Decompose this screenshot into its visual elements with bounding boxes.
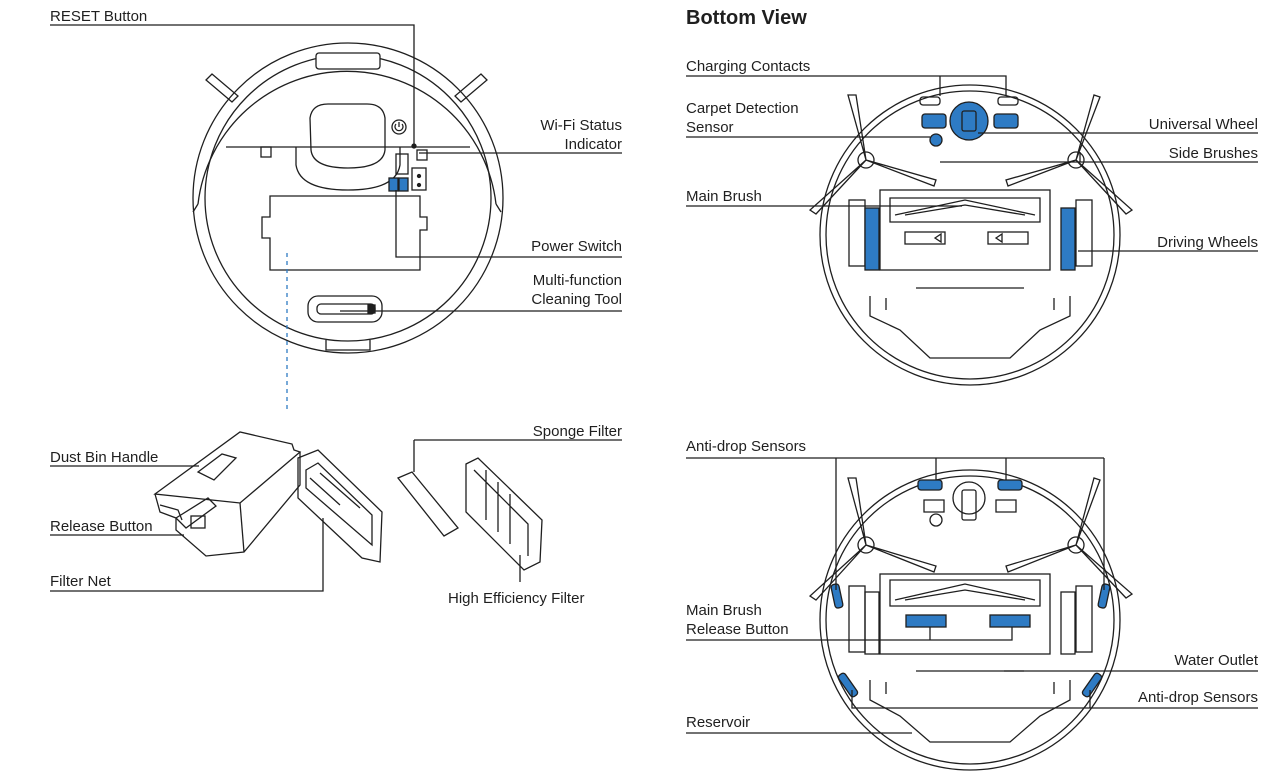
top-view-leaders bbox=[50, 24, 622, 312]
label-sponge-filter: Sponge Filter bbox=[532, 423, 622, 440]
label-release-button: Release Button bbox=[50, 518, 153, 535]
label-reservoir: Reservoir bbox=[686, 714, 751, 731]
robot-bottom-view bbox=[808, 84, 1134, 386]
side-brush-right bbox=[1005, 94, 1134, 215]
label-multi-function-line2: Cleaning Tool bbox=[531, 291, 622, 308]
label-wifi-status-line1: Wi-Fi Status bbox=[540, 117, 622, 134]
label-high-efficiency-filter: High Efficiency Filter bbox=[448, 590, 585, 607]
label-anti-drop-sensors-bottom: Anti-drop Sensors bbox=[1137, 689, 1258, 706]
bottom-view-leaders bbox=[686, 75, 1258, 252]
dust-bin-leaders bbox=[50, 439, 622, 592]
label-carpet-detection-line1: Carpet Detection bbox=[686, 100, 799, 117]
dust-bin bbox=[153, 431, 543, 571]
label-water-outlet: Water Outlet bbox=[1174, 652, 1258, 669]
label-main-brush: Main Brush bbox=[686, 188, 762, 205]
sensor-leaders bbox=[686, 457, 1258, 734]
label-dust-bin-handle: Dust Bin Handle bbox=[50, 449, 159, 466]
label-carpet-detection-line2: Sensor bbox=[686, 119, 734, 136]
label-universal-wheel: Universal Wheel bbox=[1148, 116, 1258, 133]
robot-bottom-view-sensors bbox=[808, 469, 1134, 771]
label-reset-button: RESET Button bbox=[50, 8, 148, 25]
label-charging-contacts: Charging Contacts bbox=[686, 58, 811, 75]
label-side-brushes: Side Brushes bbox=[1168, 145, 1258, 162]
label-multi-function-line1: Multi-function bbox=[532, 272, 622, 289]
label-driving-wheels: Driving Wheels bbox=[1157, 234, 1258, 251]
label-anti-drop-sensors-top: Anti-drop Sensors bbox=[686, 438, 807, 455]
robot-top-view bbox=[192, 42, 504, 354]
label-filter-net: Filter Net bbox=[50, 573, 111, 590]
bottom-view-title: Bottom View bbox=[686, 7, 807, 29]
label-main-brush-release-line2: Release Button bbox=[686, 621, 789, 638]
side-brush-left bbox=[808, 94, 937, 215]
label-main-brush-release-line1: Main Brush bbox=[686, 602, 762, 619]
label-wifi-status-line2: Indicator bbox=[564, 136, 622, 153]
label-power-switch: Power Switch bbox=[531, 238, 622, 255]
